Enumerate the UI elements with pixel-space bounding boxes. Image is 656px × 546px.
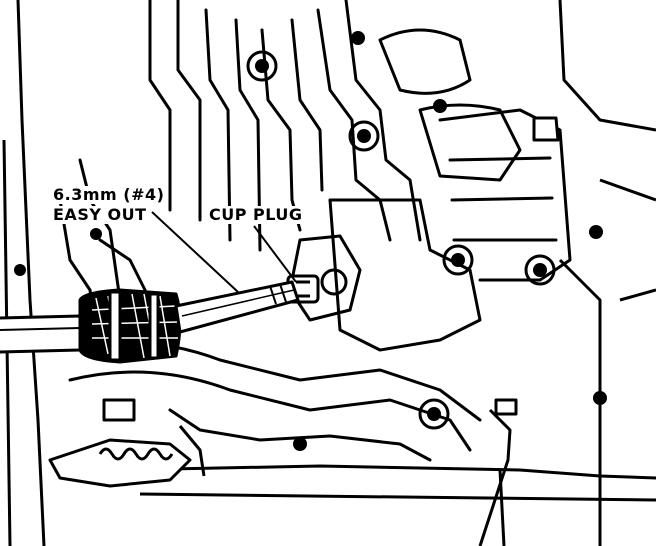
bolt-rings <box>246 50 556 430</box>
tool-size-label: 6.3mm (#4) <box>52 185 166 204</box>
spring-linkage <box>48 116 560 546</box>
valve-body-passages <box>58 0 572 462</box>
easy-out-tool <box>0 280 300 364</box>
coil-spring <box>98 447 174 461</box>
cup-plug-label: CUP PLUG <box>208 205 304 224</box>
mounting-bolts <box>14 31 607 451</box>
leader-lines <box>151 211 297 293</box>
easy-out-label: EASY OUT <box>52 205 148 224</box>
